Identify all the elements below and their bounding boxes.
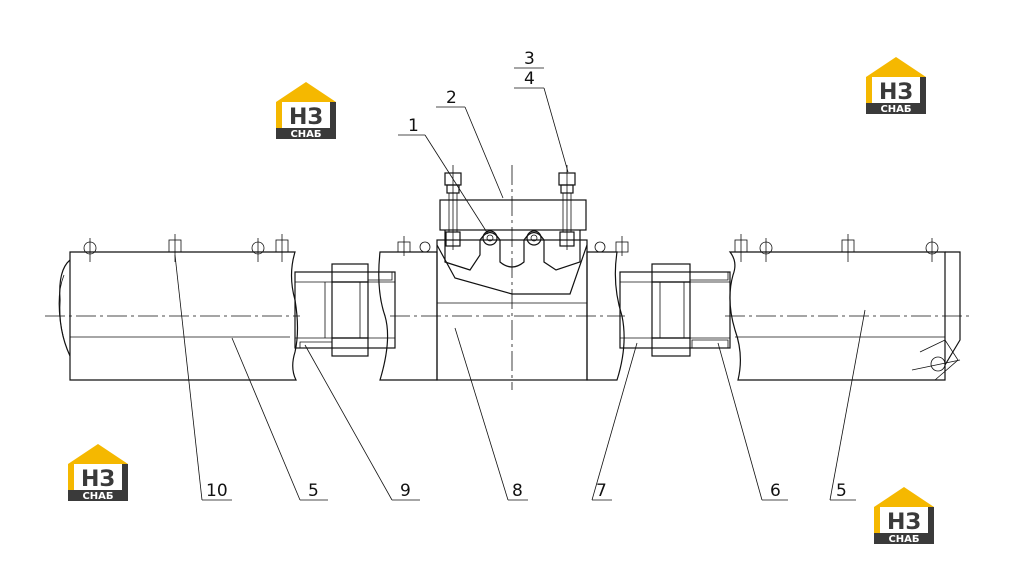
logo-mark: НЗ bbox=[81, 467, 115, 492]
callout-7: 7 bbox=[596, 481, 607, 501]
top-clamp-bracket bbox=[439, 165, 587, 390]
callout-10: 10 bbox=[206, 481, 228, 501]
watermark-logo-top-right: НЗ СНАБ bbox=[866, 57, 926, 115]
right-coupling bbox=[619, 263, 731, 357]
left-tube-bolts bbox=[83, 234, 289, 262]
callout-5-left: 5 bbox=[308, 481, 319, 501]
callout-labels: 1 2 3 4 10 5 9 8 7 6 5 bbox=[206, 49, 847, 501]
logo-mark: НЗ bbox=[289, 105, 323, 130]
left-coupling bbox=[294, 263, 396, 357]
callout-5-right: 5 bbox=[836, 481, 847, 501]
callout-1: 1 bbox=[408, 116, 419, 136]
center-housing bbox=[378, 236, 629, 381]
callout-4: 4 bbox=[524, 69, 535, 89]
watermark-logo-bottom-left: НЗ СНАБ bbox=[68, 444, 128, 502]
housing-small-bolts bbox=[397, 236, 629, 256]
logo-word: СНАБ bbox=[82, 491, 113, 502]
callout-2: 2 bbox=[446, 88, 457, 108]
watermark-logo-top-left: НЗ СНАБ bbox=[276, 82, 336, 140]
logo-word: СНАБ bbox=[888, 534, 919, 545]
watermark-logo-bottom-right: НЗ СНАБ bbox=[874, 487, 934, 545]
logo-mark: НЗ bbox=[887, 510, 921, 535]
callout-3: 3 bbox=[524, 49, 535, 69]
right-tube-bolts bbox=[734, 234, 939, 262]
logo-word: СНАБ bbox=[290, 129, 321, 140]
callout-9: 9 bbox=[400, 481, 411, 501]
logo-mark: НЗ bbox=[879, 80, 913, 105]
callout-6: 6 bbox=[770, 481, 781, 501]
callout-8: 8 bbox=[512, 481, 523, 501]
left-axle-tube bbox=[45, 234, 300, 381]
leader-lines bbox=[174, 67, 866, 501]
right-axle-tube bbox=[725, 234, 970, 381]
logo-word: СНАБ bbox=[880, 104, 911, 115]
